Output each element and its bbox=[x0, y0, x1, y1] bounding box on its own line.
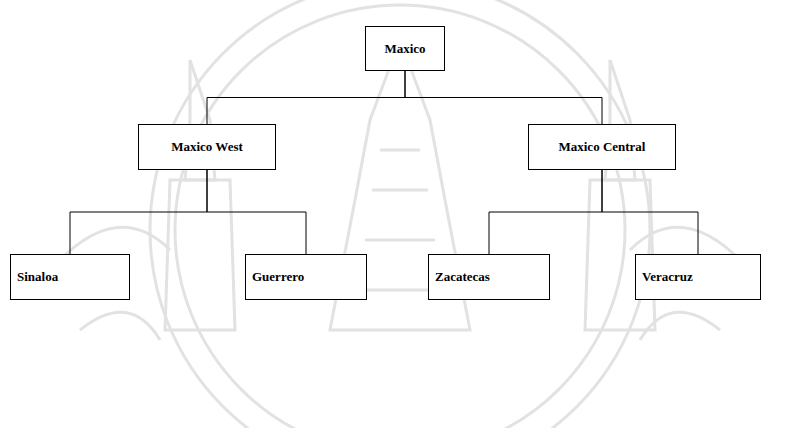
state-box: Veracruz bbox=[635, 254, 761, 300]
tree-connector bbox=[405, 71, 602, 124]
tree-connector bbox=[70, 170, 207, 254]
node-label: Veracruz bbox=[642, 269, 693, 285]
node-label: Zacatecas bbox=[435, 269, 490, 285]
node-label: Maxico Central bbox=[558, 139, 645, 155]
tree-connector bbox=[602, 170, 698, 254]
state-box: Zacatecas bbox=[428, 254, 550, 300]
root-box: Maxico bbox=[365, 26, 445, 71]
tree-connector bbox=[489, 170, 602, 254]
node-label: Maxico bbox=[384, 41, 425, 57]
state-box: Guerrero bbox=[245, 254, 367, 300]
tree-connector bbox=[207, 71, 405, 124]
node-label: Maxico West bbox=[171, 139, 243, 155]
state-box: Sinaloa bbox=[10, 254, 130, 300]
region-box: Maxico Central bbox=[528, 124, 676, 170]
node-label: Guerrero bbox=[252, 269, 304, 285]
node-label: Sinaloa bbox=[17, 269, 58, 285]
tree-connector bbox=[207, 170, 306, 254]
region-box: Maxico West bbox=[138, 124, 276, 170]
